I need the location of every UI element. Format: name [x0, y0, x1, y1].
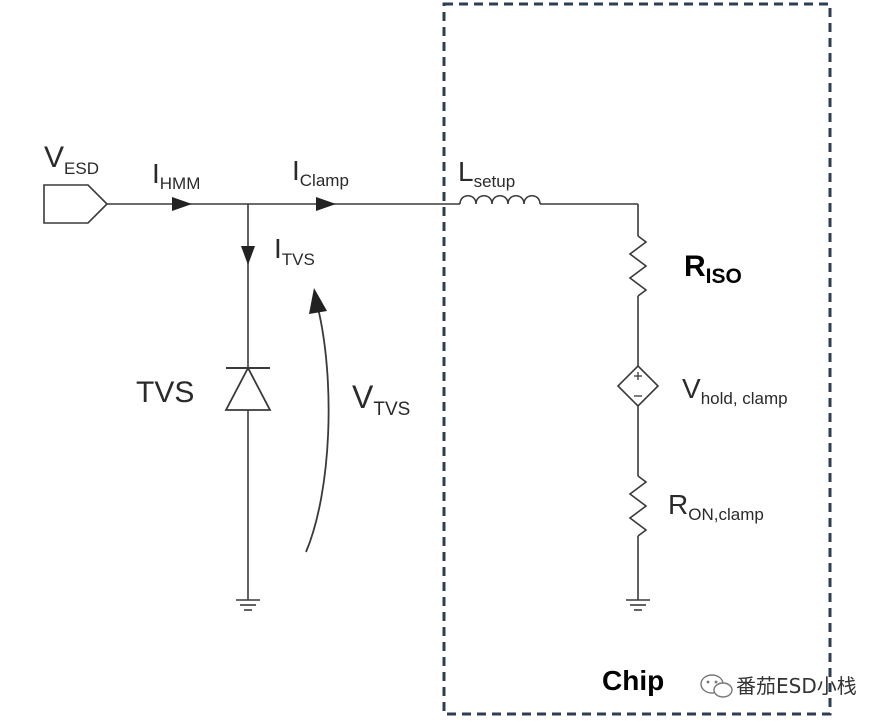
inductor-lsetup [459, 194, 541, 205]
label-iclamp: IClamp [292, 155, 349, 190]
label-lsetup: Lsetup [458, 156, 515, 191]
esd-source-port [43, 184, 109, 224]
ground-icon [626, 599, 650, 611]
dependent-voltage-source [616, 364, 660, 408]
label-chip: Chip [602, 665, 664, 696]
label-ihmm: IHMM [152, 158, 200, 193]
ground-icon [236, 599, 260, 611]
resistor-riso [628, 235, 648, 297]
chip-boundary [442, 2, 832, 716]
label-vesd: VESD [44, 141, 99, 178]
vtvs-curved-arrow [305, 288, 330, 553]
label-vtvs: VTVS [352, 379, 410, 420]
wechat-icon [700, 674, 733, 698]
itvs-arrow [241, 246, 255, 265]
label-itvs: ITVS [274, 233, 315, 269]
tvs-diode [224, 366, 272, 411]
label-riso: RISO [684, 250, 742, 288]
label-tvs: TVS [136, 376, 194, 409]
ihmm-arrow [172, 197, 192, 211]
iclamp-arrow [316, 197, 336, 211]
label-vhold-clamp: Vhold, clamp [682, 373, 788, 408]
resistor-ron-clamp [628, 475, 648, 537]
label-ron-clamp: RON,clamp [668, 489, 764, 524]
watermark-text: 番茄ESD小栈 [736, 674, 857, 698]
